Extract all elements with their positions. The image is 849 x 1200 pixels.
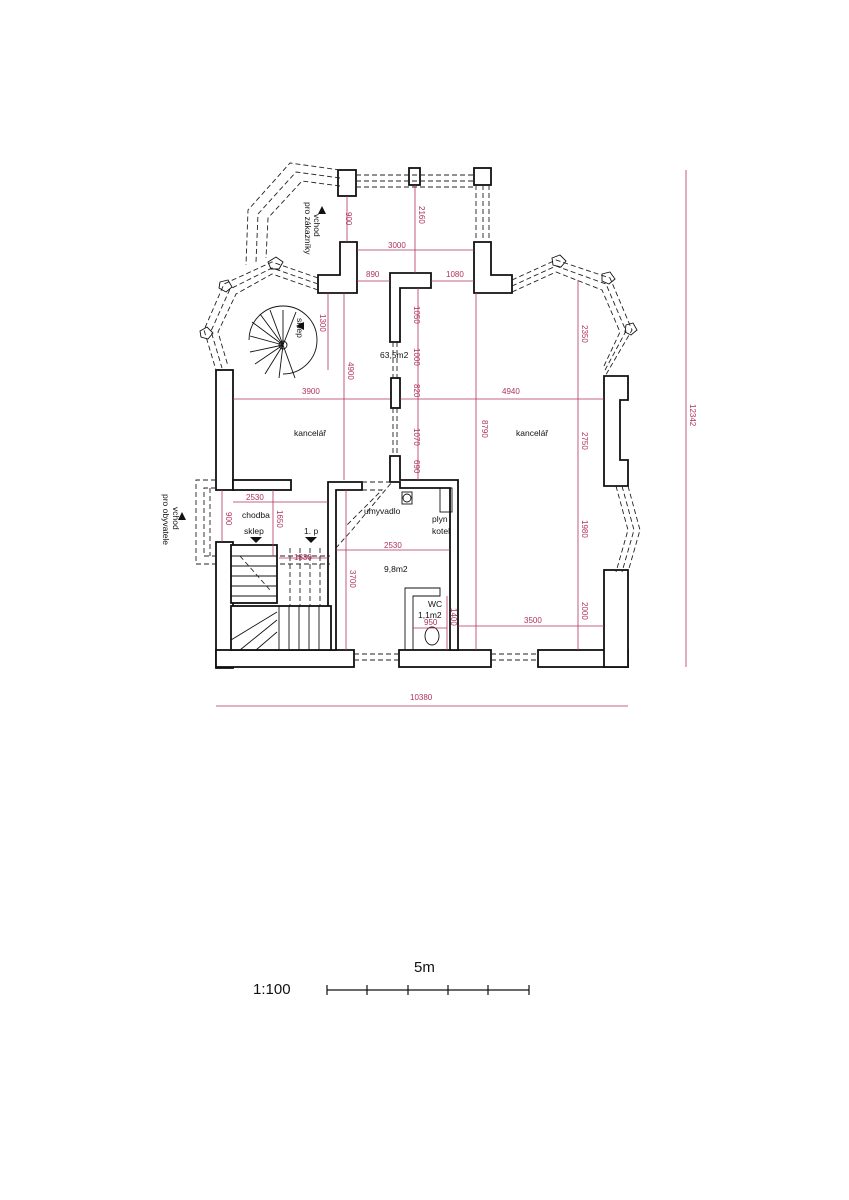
scale-bar: 5m 1:100: [253, 959, 530, 998]
wall-stair-right: [327, 481, 363, 651]
dimension-labels: 900 2160 3000 890 1080 1300 1050 1000 23…: [224, 206, 697, 702]
label-corridor: chodba: [242, 510, 270, 520]
label-entrance-clients-2: pro zákazníky: [303, 202, 313, 255]
wall-central-top: [389, 272, 432, 343]
dim-2750: 2750: [580, 432, 589, 450]
dim-2530-left: 2530: [246, 493, 264, 502]
stair-box-upper: [230, 544, 278, 604]
boiler-box: [439, 487, 453, 513]
dim-890: 890: [366, 270, 380, 279]
scale-ratio: 1:100: [253, 981, 291, 998]
toilet-icon: [424, 626, 440, 646]
room-labels: 63,5m2 kancelář kancelář chodba sklep 1.…: [161, 202, 548, 620]
dim-690: 690: [412, 460, 421, 474]
dim-1300: 1300: [318, 314, 327, 332]
dim-3500: 3500: [524, 616, 542, 625]
label-office-left: kancelář: [294, 428, 326, 438]
wall-left-lower: [215, 541, 234, 669]
label-wc-2: 1,1m2: [418, 610, 442, 620]
dim-900-top: 900: [344, 212, 353, 226]
arrow-clients-icon: [318, 206, 326, 214]
dim-3900: 3900: [302, 387, 320, 396]
dimension-lines: [216, 170, 687, 707]
label-office-right: kancelář: [516, 428, 548, 438]
dim-1400: 1400: [449, 608, 458, 626]
spiral-stair: [248, 305, 318, 379]
wall-right-lower: [603, 569, 629, 668]
entrance-arrows: [178, 206, 326, 543]
porch-post-left: [337, 169, 357, 197]
wall-right-pier: [603, 375, 629, 487]
label-cellar-top: sklep: [295, 318, 305, 338]
wall-entry-left: [317, 241, 358, 294]
walls: [215, 167, 629, 669]
wall-service-block: [389, 455, 459, 651]
wall-left-upper: [215, 369, 234, 491]
label-entrance-residents-1: vchod: [171, 507, 181, 530]
label-wc-1: WC: [428, 599, 442, 609]
label-small-room: 9,8m2: [384, 564, 408, 574]
wall-entry-right: [473, 241, 513, 294]
scale-length: 5m: [414, 959, 435, 976]
dim-3700: 3700: [348, 570, 357, 588]
dim-3000: 3000: [388, 241, 406, 250]
label-boiler-2: kotel: [432, 526, 450, 536]
straight-stairs: [230, 548, 330, 651]
washbasin-outline-icon: [401, 491, 413, 505]
dim-10380: 10380: [410, 693, 433, 702]
porch-post-right: [473, 167, 492, 186]
dim-1080: 1080: [446, 270, 464, 279]
stair-box-lower: [230, 605, 332, 651]
wall-wc: [404, 587, 441, 651]
label-floor: 1. p: [304, 526, 318, 536]
label-entrance-residents-2: pro obyvatele: [161, 494, 171, 545]
label-main-area: 63,5m2: [380, 350, 409, 360]
label-cellar-bottom: sklep: [244, 526, 264, 536]
dim-1330: 1330: [294, 553, 312, 562]
dim-1070: 1070: [412, 428, 421, 446]
dim-1050: 1050: [412, 306, 421, 324]
dim-4940: 4940: [502, 387, 520, 396]
dim-2350: 2350: [580, 325, 589, 343]
dim-900-left: 900: [224, 512, 233, 526]
dim-2160: 2160: [417, 206, 426, 224]
dim-1650: 1650: [275, 510, 284, 528]
dim-12342: 12342: [688, 404, 697, 427]
porch-post-mid: [408, 167, 421, 186]
dim-2530-mid: 2530: [384, 541, 402, 550]
arrow-residents-icon: [178, 512, 186, 520]
wall-bottom-left: [215, 649, 355, 668]
wall-bottom-mid: [398, 649, 492, 668]
dim-820: 820: [412, 384, 421, 398]
label-entrance-clients-1: vchod: [312, 214, 322, 237]
arrow-cellar-icon: [250, 537, 262, 543]
dim-2000: 2000: [580, 602, 589, 620]
fixtures: [401, 491, 440, 646]
dim-950: 950: [424, 618, 438, 627]
label-boiler-1: plyn: [432, 514, 448, 524]
arrow-floor-icon: [305, 537, 317, 543]
dim-4900: 4900: [346, 362, 355, 380]
dim-8790: 8790: [480, 420, 489, 438]
dim-1980: 1980: [580, 520, 589, 538]
wall-corridor-top: [232, 479, 292, 491]
wall-central-mid: [390, 377, 401, 409]
dim-1000: 1000: [412, 348, 421, 366]
label-washbasin: umyvadlo: [364, 506, 401, 516]
washbasin-icon: [402, 493, 412, 503]
arrow-cellar-top-icon: [296, 322, 304, 330]
